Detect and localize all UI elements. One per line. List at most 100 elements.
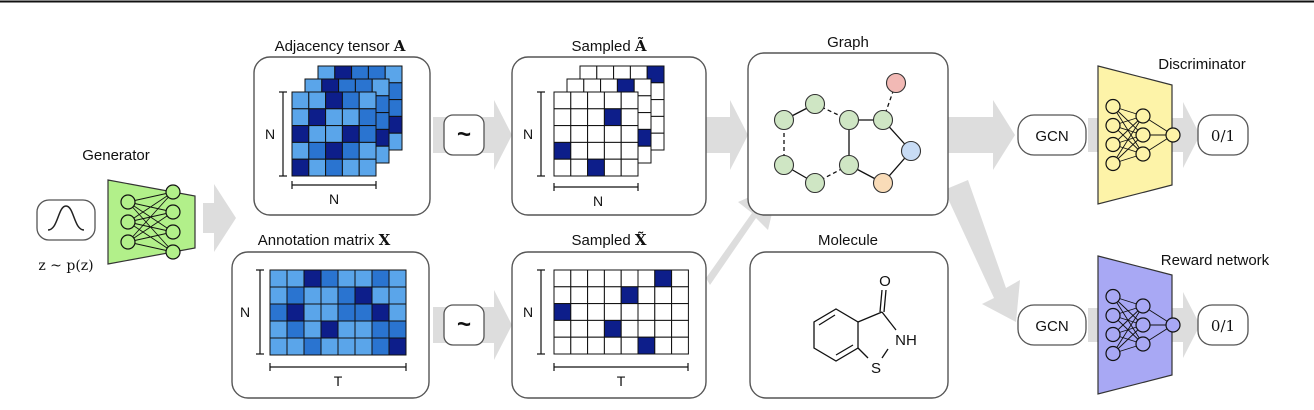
adjacency-panel: Adjacency tensor A N N [253, 37, 431, 216]
adjacency-cell [358, 108, 377, 127]
arrow-reward-to-output [1170, 292, 1200, 358]
adjacency-cell [291, 125, 310, 143]
nn-neuron [1105, 136, 1121, 153]
generator-block: Generator z ~ p(z) [36, 147, 196, 274]
nn-neuron [165, 184, 181, 200]
nn-neuron [165, 204, 181, 220]
nn-neuron [1135, 298, 1151, 314]
reward-title: Reward network [1161, 252, 1270, 269]
gcn-box-discriminator [1017, 114, 1087, 156]
annotation-cell [269, 320, 288, 339]
sampled-annotation-cell [637, 319, 656, 338]
sampled-annotation-cell [654, 303, 673, 321]
sampled-adjacency-n-row-bracket [537, 91, 545, 177]
sampled-annotation-cell [620, 303, 639, 321]
sampled-adjacency-cell [553, 141, 572, 160]
sampled-annotation-cell [603, 286, 622, 305]
sampled-annotation-cell [671, 286, 689, 305]
sampled-adjacency-cell [570, 125, 589, 143]
annotation-cell [337, 286, 356, 305]
annotation-cell [354, 286, 373, 305]
annotation-cell [388, 269, 407, 288]
reward-output-box [1197, 304, 1249, 346]
annotation-cell [371, 303, 390, 322]
discriminator-title: Discriminator [1158, 56, 1246, 73]
sampled-annotation-cell [603, 336, 622, 355]
nn-neuron [1105, 307, 1121, 324]
sampled-annotation-cell [620, 319, 639, 338]
sampled-annotation-cell [620, 286, 639, 305]
molecule-box [749, 251, 949, 399]
arrow-sampled-adj-to-graph [706, 100, 748, 170]
adjacency-cell [341, 108, 360, 127]
arrow-graph-to-discriminator [948, 100, 1015, 170]
graph-node [838, 109, 860, 131]
sampled-annotation-cell [637, 286, 656, 305]
sampled-annotation-cell [654, 286, 673, 305]
graph-node [804, 93, 826, 115]
adjacency-cell [291, 108, 310, 127]
sampled-annotation-cell [603, 269, 622, 288]
sampled-adjacency-cell [620, 108, 639, 127]
sampled-annotation-cell [570, 269, 589, 288]
nn-edge [127, 191, 174, 203]
sampled-annotation-t-bracket [553, 363, 689, 371]
adjacency-cell [358, 158, 377, 177]
sampled-annotation-cell [570, 303, 589, 321]
sampled-annotation-cell [570, 286, 589, 305]
sampled-annotation-cell [553, 269, 572, 288]
sampled-annotation-cell [671, 319, 689, 338]
annotation-cell [320, 303, 339, 322]
adjacency-cell [341, 125, 360, 143]
gcn-box-reward [1017, 304, 1087, 346]
arrow-discriminator-to-output [1170, 102, 1200, 168]
annotation-t-col: T [334, 373, 343, 389]
adjacency-cell [341, 91, 360, 110]
sample-symbol-bottom: ~ [457, 311, 471, 338]
sampled-annotation-cell [654, 336, 673, 355]
sampled-adjacency-n-row: N [523, 126, 533, 142]
annotation-cell [269, 286, 288, 305]
sampled-adjacency-cell [587, 108, 605, 127]
sampled-annotation-cell [637, 303, 656, 321]
adjacency-cell [325, 125, 343, 143]
graph-node-blue [900, 140, 922, 162]
sampled-adjacency-cell [603, 141, 622, 160]
adjacency-cell [308, 125, 327, 143]
graph-box [747, 52, 949, 216]
annotation-panel: Annotation matrix X N T [231, 231, 430, 399]
sampled-adjacency-panel: Sampled Ã N N [511, 36, 707, 216]
sampled-annotation-title: Sampled X̃ [571, 231, 646, 249]
graph-node-orange [872, 172, 894, 194]
adjacency-cell [325, 108, 343, 127]
annotation-cell [303, 320, 322, 339]
sampled-adjacency-cell [553, 125, 572, 143]
sampled-adjacency-cell [603, 108, 622, 127]
annotation-cell [303, 337, 322, 356]
graph-title: Graph [827, 34, 869, 51]
sampled-annotation-panel: Sampled X̃ N T [511, 231, 707, 399]
adjacency-cell [358, 141, 377, 160]
sampled-annotation-cell [620, 269, 639, 288]
annotation-cell [286, 320, 305, 339]
nn-edge [127, 211, 174, 243]
sampled-adjacency-n-col: N [593, 193, 603, 209]
atom-oxygen: O [879, 273, 891, 290]
adjacency-cell [308, 108, 327, 127]
annotation-cell [388, 303, 407, 322]
annotation-cell [303, 269, 322, 288]
sample-operator-top: ~ [443, 114, 485, 156]
gcn-label-discriminator: GCN [1035, 128, 1068, 145]
sampled-adjacency-cell [587, 158, 605, 177]
gaussian-curve-icon [47, 205, 85, 231]
graph-node [872, 109, 894, 131]
nn-neuron [1135, 336, 1151, 352]
annotation-cell [388, 337, 407, 356]
generator-network [120, 184, 181, 260]
sampled-adjacency-n-col-bracket [553, 183, 639, 191]
nn-neuron [1135, 146, 1151, 162]
sampled-adjacency-cell [603, 125, 622, 143]
adjacency-title: Adjacency tensor A [275, 37, 406, 55]
graph-nodes [773, 72, 922, 194]
